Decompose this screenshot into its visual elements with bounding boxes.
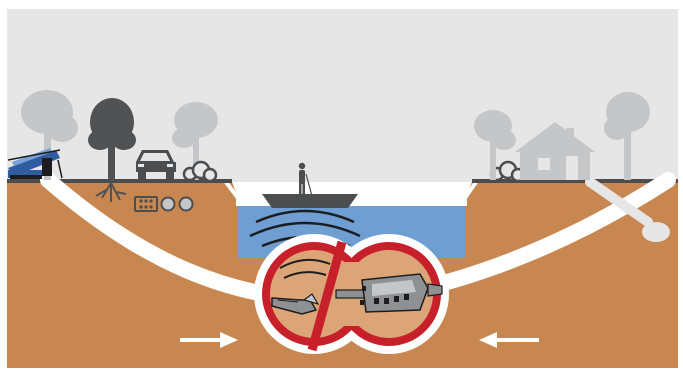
service-pit bbox=[642, 222, 670, 242]
boat-icon bbox=[262, 194, 358, 208]
buried-cables-icon bbox=[135, 197, 157, 211]
